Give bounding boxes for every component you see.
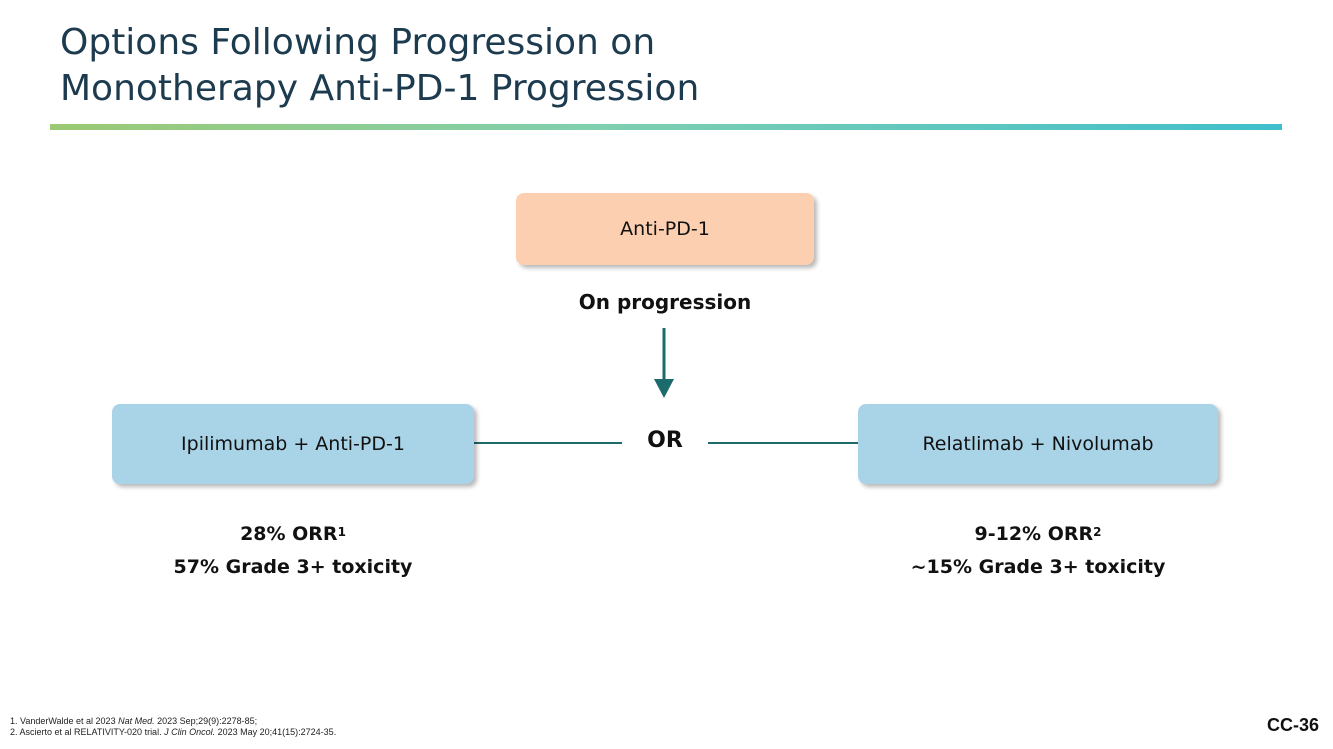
relatlimab-toxicity: ~15% Grade 3+ toxicity <box>910 556 1166 578</box>
relatlimab-option-label: Relatlimab + Nivolumab <box>922 433 1154 455</box>
ipilimumab-option-box: Ipilimumab + Anti-PD-1 <box>112 404 474 484</box>
footnote-1-prefix: 1. VanderWalde et al 2023 <box>10 716 119 726</box>
slide-title-line-1: Options Following Progression on <box>60 22 656 63</box>
footnote-1: 1. VanderWalde et al 2023 Nat Med. 2023 … <box>10 716 336 727</box>
footnote-2: 2. Ascierto et al RELATIVITY-020 trial. … <box>10 727 336 738</box>
title-underline <box>50 124 1282 130</box>
anti-pd1-label: Anti-PD-1 <box>620 218 710 240</box>
relatlimab-option-box: Relatlimab + Nivolumab <box>858 404 1218 484</box>
ipilimumab-orr: 28% ORR1 <box>112 518 474 551</box>
or-label: OR <box>647 428 683 453</box>
relatlimab-stats: 9-12% ORR2 ~15% Grade 3+ toxicity <box>858 518 1218 584</box>
on-progression-label: On progression <box>578 290 752 314</box>
progression-arrow-head <box>654 379 674 398</box>
relatlimab-orr-text: 9-12% ORR <box>974 523 1094 545</box>
ipilimumab-toxicity: 57% Grade 3+ toxicity <box>173 556 413 578</box>
slide-number: CC-36 <box>1266 715 1319 735</box>
footnote-2-prefix: 2. Ascierto et al RELATIVITY-020 trial. <box>10 727 165 737</box>
relatlimab-orr-ref: 2 <box>1093 525 1102 539</box>
footnotes: 1. VanderWalde et al 2023 Nat Med. 2023 … <box>10 716 336 738</box>
slide-title-line-2: Monotherapy Anti-PD-1 Progression <box>60 68 700 109</box>
ipilimumab-stats: 28% ORR1 57% Grade 3+ toxicity <box>112 518 474 584</box>
anti-pd1-box: Anti-PD-1 <box>516 193 814 265</box>
footnote-1-journal: Nat Med. <box>118 716 155 726</box>
footnote-2-suffix: 2023 May 20;41(15):2724-35. <box>215 727 337 737</box>
footnote-2-journal: J Clin Oncol. <box>164 727 216 737</box>
footnote-1-suffix: 2023 Sep;29(9):2278-85; <box>154 716 258 726</box>
ipilimumab-option-label: Ipilimumab + Anti-PD-1 <box>181 433 405 455</box>
relatlimab-orr: 9-12% ORR2 <box>858 518 1218 551</box>
ipilimumab-orr-text: 28% ORR <box>240 523 338 545</box>
slide-title: Options Following Progression on Monothe… <box>60 20 1260 112</box>
ipilimumab-orr-ref: 1 <box>337 525 346 539</box>
